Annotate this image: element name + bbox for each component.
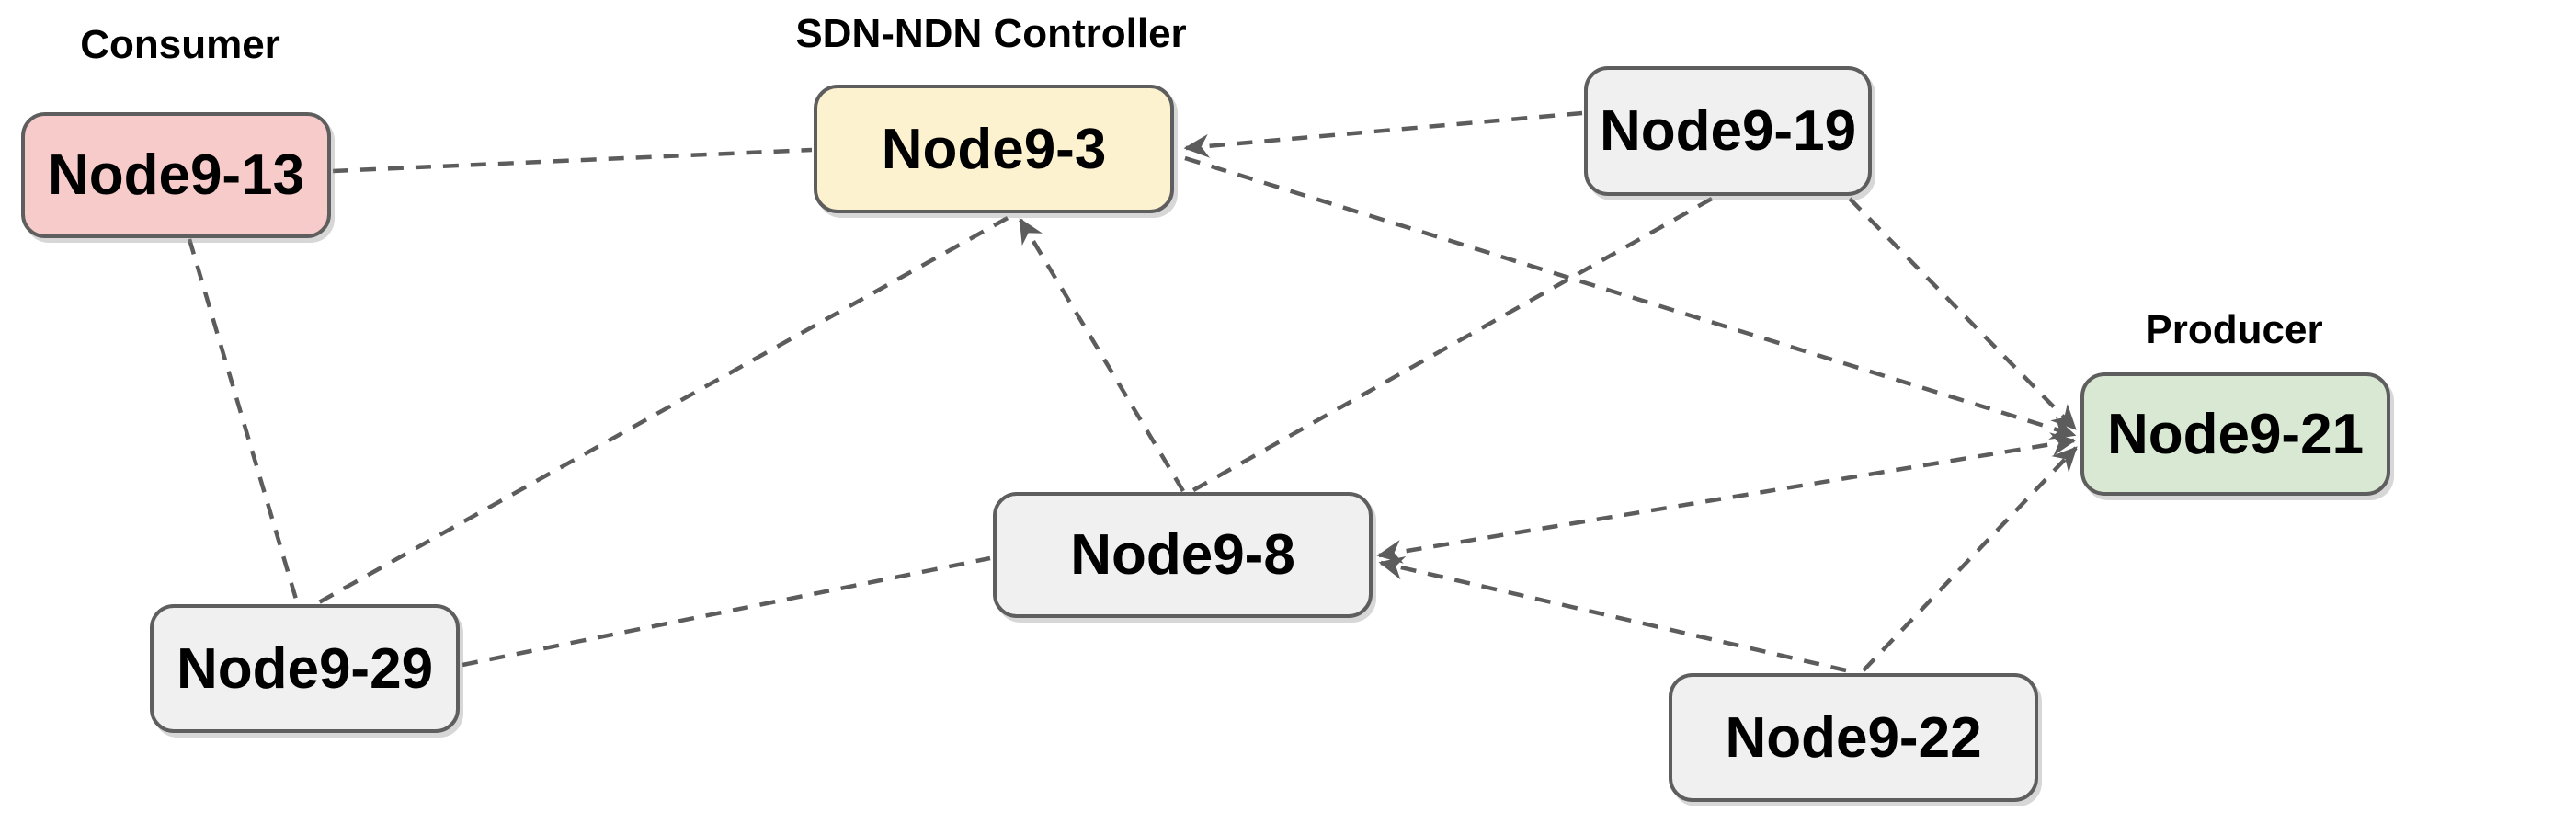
edge-node9-22-to-node9-8	[1378, 555, 1847, 673]
node-node9-3[interactable]: Node9-3	[814, 85, 1174, 213]
node-label-node9-22: Node9-22	[1725, 705, 1982, 770]
node-node9-8[interactable]: Node9-8	[993, 492, 1373, 618]
edge-node9-8-to-node9-3	[1019, 217, 1185, 493]
edge-node9-3-to-node9-29	[317, 216, 1009, 604]
controller-role-label: SDN-NDN Controller	[795, 11, 1187, 56]
consumer-role-label: Consumer	[80, 22, 280, 67]
edge-node9-3-to-node9-21	[1184, 155, 2077, 440]
node-label-node9-13: Node9-13	[47, 143, 305, 207]
edge-node9-8-to-node9-21	[1376, 432, 2077, 564]
node-label-node9-8: Node9-8	[1070, 523, 1295, 587]
edge-node9-13-to-node9-29	[187, 238, 300, 603]
node-label-node9-19: Node9-19	[1599, 99, 1857, 163]
node-label-node9-21: Node9-21	[2106, 402, 2365, 466]
edge-node9-22-to-node9-21	[1862, 446, 2078, 672]
edge-node9-19-to-node9-3	[1183, 110, 1583, 158]
node-node9-29[interactable]: Node9-29	[150, 604, 460, 733]
node-label-node9-3: Node9-3	[881, 117, 1107, 181]
node-label-node9-29: Node9-29	[176, 636, 434, 701]
node-node9-13[interactable]: Node9-13	[21, 112, 331, 238]
node-node9-22[interactable]: Node9-22	[1669, 673, 2038, 802]
node-node9-21[interactable]: Node9-21	[2080, 372, 2390, 496]
edge-node9-29-to-node9-8	[462, 555, 991, 668]
producer-role-label: Producer	[2145, 307, 2323, 352]
node-node9-19[interactable]: Node9-19	[1584, 66, 1872, 196]
edge-node9-19-to-node9-21	[1848, 197, 2077, 430]
edge-node9-13-to-node9-3	[332, 147, 813, 174]
